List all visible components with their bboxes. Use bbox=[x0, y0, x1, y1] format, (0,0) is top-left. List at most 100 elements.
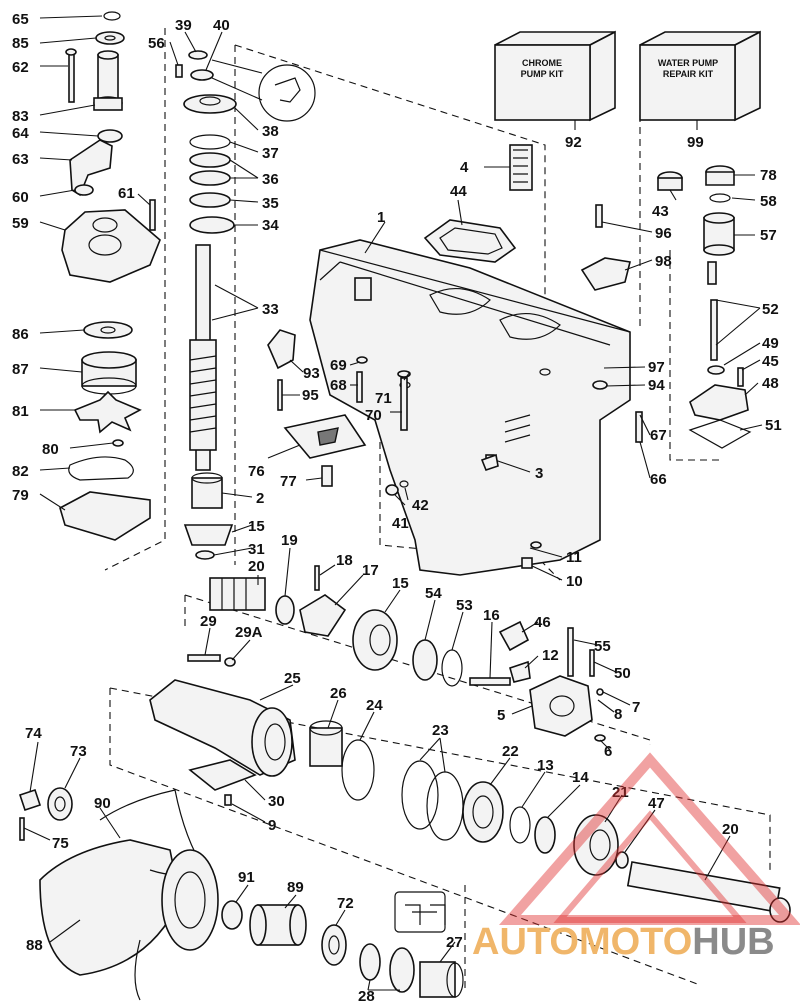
water-pump-repair-kit-box: WATER PUMP REPAIR KIT bbox=[639, 30, 761, 130]
part-label: 15 bbox=[392, 575, 409, 592]
part-label: 8 bbox=[614, 706, 622, 723]
part-label: 26 bbox=[330, 685, 347, 702]
part-label: 90 bbox=[94, 795, 111, 812]
part-label: 52 bbox=[762, 301, 779, 318]
part-label: 24 bbox=[366, 697, 383, 714]
part-label: 10 bbox=[566, 573, 583, 590]
retainer-clip-inset bbox=[211, 59, 316, 122]
part-label: 28 bbox=[358, 988, 375, 1004]
part-label: 82 bbox=[12, 463, 29, 480]
part-label: 58 bbox=[760, 193, 777, 210]
part-label: 93 bbox=[303, 365, 320, 382]
water-pump-assembly bbox=[61, 11, 161, 283]
driveshaft-column bbox=[175, 50, 237, 560]
part-label: 5 bbox=[497, 707, 505, 724]
part-label: 43 bbox=[652, 203, 669, 220]
part-label: 60 bbox=[12, 189, 29, 206]
leader-lines bbox=[23, 15, 763, 991]
part-label: 80 bbox=[42, 441, 59, 458]
propeller-group bbox=[18, 787, 464, 1001]
part-label: 30 bbox=[268, 793, 285, 810]
part-label: 98 bbox=[655, 253, 672, 270]
part-label: 45 bbox=[762, 353, 779, 370]
part-label: 39 bbox=[175, 17, 192, 34]
pinion-and-clutch-parts bbox=[209, 565, 606, 742]
part-label: 2 bbox=[256, 490, 264, 507]
part-label: 11 bbox=[566, 549, 582, 566]
part-label: 15 bbox=[248, 518, 265, 535]
part-label: 65 bbox=[12, 11, 29, 28]
part-label: 91 bbox=[238, 869, 255, 886]
right-side-parts bbox=[580, 165, 752, 449]
part-label: 40 bbox=[213, 17, 230, 34]
part-label: 96 bbox=[655, 225, 672, 242]
part-label: 94 bbox=[648, 377, 665, 394]
part-label: 20 bbox=[248, 558, 265, 575]
part-label: 48 bbox=[762, 375, 779, 392]
part-label: 99 bbox=[687, 134, 704, 151]
shift-parts bbox=[267, 329, 495, 496]
bearing-housing-and-rings bbox=[149, 654, 556, 854]
part-label: 7 bbox=[632, 699, 640, 716]
part-label: 92 bbox=[565, 134, 582, 151]
watermark-logo: AUTOMOTOHUB bbox=[472, 752, 800, 963]
part-label: 25 bbox=[284, 670, 301, 687]
part-label: 69 bbox=[330, 357, 347, 374]
part-label: 17 bbox=[362, 562, 379, 579]
part-label: 3 bbox=[535, 465, 543, 482]
part-label: 88 bbox=[26, 937, 43, 954]
chrome-pump-kit-box: CHROME PUMP KIT bbox=[494, 30, 616, 130]
part-label: 55 bbox=[594, 638, 611, 655]
part-label: 23 bbox=[432, 722, 449, 739]
part-label: 46 bbox=[534, 614, 551, 631]
part-label: 89 bbox=[287, 879, 304, 896]
part-label: 19 bbox=[281, 532, 298, 549]
part-label: 87 bbox=[12, 361, 29, 378]
part-label: 66 bbox=[650, 471, 667, 488]
water-pump-kit-line2: REPAIR KIT bbox=[663, 69, 714, 79]
part-label: 73 bbox=[70, 743, 87, 760]
part-label: 49 bbox=[762, 335, 779, 352]
part-label: 76 bbox=[248, 463, 265, 480]
part-label: 36 bbox=[262, 171, 279, 188]
watermark-text-2: MOTO bbox=[579, 921, 692, 963]
forward-gear-and-prop-shaft bbox=[573, 814, 791, 923]
part-label: 67 bbox=[650, 427, 667, 444]
part-label: 68 bbox=[330, 377, 347, 394]
part-label: 29A bbox=[235, 624, 263, 641]
part-label: 53 bbox=[456, 597, 473, 614]
part-label: 29 bbox=[200, 613, 217, 630]
water-pump-kit-line1: WATER PUMP bbox=[658, 58, 718, 68]
part-label: 14 bbox=[572, 769, 589, 786]
part-label: 27 bbox=[446, 934, 463, 951]
part-label: 79 bbox=[12, 487, 29, 504]
part-label: 16 bbox=[483, 607, 500, 624]
watermark-triangle-icon bbox=[498, 752, 800, 925]
part-labels: 65 85 62 83 64 63 60 61 59 56 39 40 38 3… bbox=[12, 11, 782, 1004]
part-label: 44 bbox=[450, 183, 467, 200]
part-label: 37 bbox=[262, 145, 279, 162]
part-label: 70 bbox=[365, 407, 382, 424]
part-label: 20 bbox=[722, 821, 739, 838]
part-label: 41 bbox=[392, 515, 409, 532]
part-label: 72 bbox=[337, 895, 354, 912]
part-label: 35 bbox=[262, 195, 279, 212]
svg-text:AUTOMOTOHUB: AUTOMOTOHUB bbox=[472, 921, 775, 963]
part-label: 85 bbox=[12, 35, 29, 52]
part-label: 71 bbox=[375, 390, 392, 407]
part-label: 21 bbox=[612, 784, 629, 801]
part-label: 33 bbox=[262, 301, 279, 318]
watermark-text-1: AUTO bbox=[472, 921, 579, 963]
part-label: 51 bbox=[765, 417, 782, 434]
part-label: 34 bbox=[262, 217, 279, 234]
part-label: 86 bbox=[12, 326, 29, 343]
part-label: 13 bbox=[537, 757, 554, 774]
part-label: 1 bbox=[377, 209, 385, 226]
part-label: 22 bbox=[502, 743, 519, 760]
part-label: 81 bbox=[12, 403, 29, 420]
part-label: 6 bbox=[604, 743, 612, 760]
part-label: 77 bbox=[280, 473, 297, 490]
part-label: 31 bbox=[248, 541, 265, 558]
part-label: 61 bbox=[118, 185, 135, 202]
